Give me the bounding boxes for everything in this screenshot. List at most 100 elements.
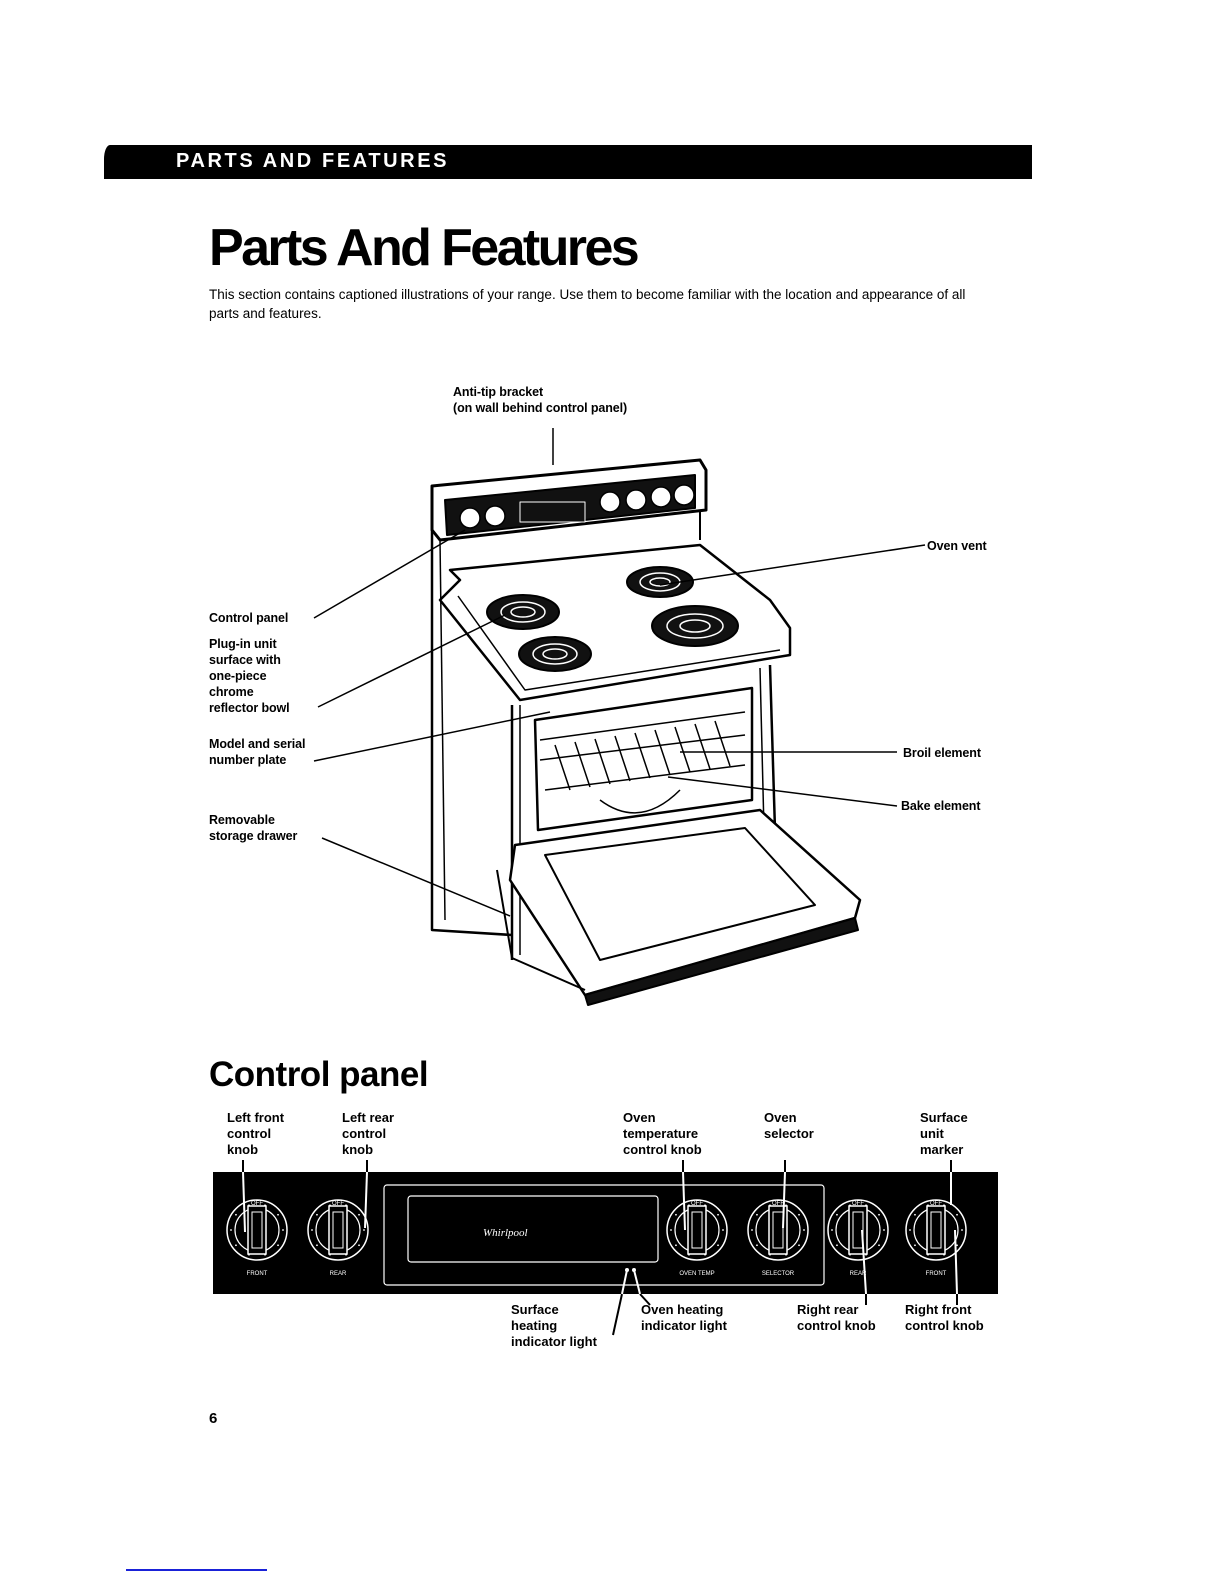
knob-tick [277,1213,279,1216]
page-number: 6 [209,1410,218,1427]
knob-tick [914,1213,916,1216]
knob-caption: FRONT [247,1271,268,1277]
label-surface-unit-marker: Surface unit marker [920,1110,968,1157]
label-left-rear-knob: Left rear control knob [342,1110,395,1157]
knob-tick [248,1253,250,1256]
intro-paragraph: This section contains captioned illustra… [209,287,966,321]
knob-tick [836,1244,838,1247]
label-oven-temp-knob: Oven temperature control knob [623,1110,702,1157]
label-surface-heating-light: Surface heating indicator light [511,1302,597,1349]
knob-tick [675,1213,677,1216]
knob-tick [264,1204,266,1207]
knob-tick [769,1204,771,1207]
knob-tick [943,1253,945,1256]
oven-rack [539,711,746,814]
knob-tick [831,1229,833,1231]
knob-off-label: OFF [930,1201,942,1207]
knob-tick [675,1244,677,1247]
knob-tick [358,1213,360,1216]
knob-off-label: OFF [852,1201,864,1207]
knob-tick [717,1244,719,1247]
right-front-knob[interactable]: OFF FRONT [905,1199,967,1277]
knob-tick [316,1244,318,1247]
knob-tick [688,1253,690,1256]
knob-caption: OVEN TEMP [679,1271,714,1277]
callout-oven-vent: Oven vent [927,539,987,553]
knob-tick [345,1204,347,1207]
knob-off-label: OFF [691,1201,703,1207]
display-frame [383,1184,825,1286]
oven-selector-knob[interactable]: OFF SELECTOR [747,1199,809,1277]
knob-tick [756,1244,758,1247]
label-oven-selector: Oven selector [764,1110,814,1141]
knob-tick [878,1244,880,1247]
section-header-label: PARTS AND FEATURES [176,150,450,172]
knob-tick [798,1213,800,1216]
knob-tick [670,1229,672,1231]
knob-tick [345,1253,347,1256]
knob-tick [927,1253,929,1256]
knob-tick [358,1244,360,1247]
knob-off-label: OFF [772,1201,784,1207]
knob-tick [329,1253,331,1256]
brand-logo: Whirlpool [483,1227,528,1239]
knob-tick [329,1204,331,1207]
knob-caption: SELECTOR [762,1271,795,1277]
control-panel-heading: Control panel [209,1055,429,1094]
knob-tick [316,1213,318,1216]
knob-tick [836,1213,838,1216]
label-right-front-knob: Right front control knob [905,1302,984,1333]
knob-tick [956,1244,958,1247]
callout-control-panel: Control panel [209,611,289,625]
callout-anti-tip-bracket: Anti-tip bracket (on wall behind control… [453,385,628,415]
display-window [407,1195,659,1263]
knob-tick [722,1229,724,1231]
right-rear-knob[interactable]: OFF REAR [827,1199,889,1277]
knob-tick [248,1204,250,1207]
knob-tick [264,1253,266,1256]
knob-tick [927,1204,929,1207]
knob-tick [704,1253,706,1256]
knob-tick [363,1229,365,1231]
knob-tick [785,1204,787,1207]
knob-off-label: OFF [251,1201,263,1207]
surface-burners [486,566,739,672]
section-header-bar [104,145,1032,179]
oven-temp-knob[interactable]: OFF OVEN TEMP [666,1199,728,1277]
callout-lines [313,428,926,917]
knob-caption: REAR [850,1271,867,1277]
knob-tick [943,1204,945,1207]
page-title: Parts And Features [209,219,640,277]
knob-tick [878,1213,880,1216]
knob-tick [849,1204,851,1207]
knob-tick [688,1204,690,1207]
knob-tick [717,1213,719,1216]
knob-tick [235,1213,237,1216]
knob-tick [282,1229,284,1231]
knob-caption: FRONT [926,1271,947,1277]
knob-tick [914,1244,916,1247]
knob-tick [849,1253,851,1256]
knob-tick [751,1229,753,1231]
knob-off-label: OFF [332,1201,344,1207]
knob-tick [230,1229,232,1231]
knob-tick [956,1213,958,1216]
knob-tick [803,1229,805,1231]
knob-tick [961,1229,963,1231]
callout-bake-element: Bake element [901,799,981,813]
knob-tick [704,1204,706,1207]
footer-rule [126,1569,267,1571]
label-oven-heating-light: Oven heating indicator light [641,1302,727,1333]
knob-tick [909,1229,911,1231]
callout-model-serial-plate: Model and serial number plate [209,737,306,767]
knob-tick [798,1244,800,1247]
callout-broil-element: Broil element [903,746,981,760]
knob-tick [235,1244,237,1247]
knob-tick [769,1253,771,1256]
label-right-rear-knob: Right rear control knob [797,1302,876,1333]
left-front-knob[interactable]: OFF FRONT [226,1199,288,1277]
knob-tick [311,1229,313,1231]
